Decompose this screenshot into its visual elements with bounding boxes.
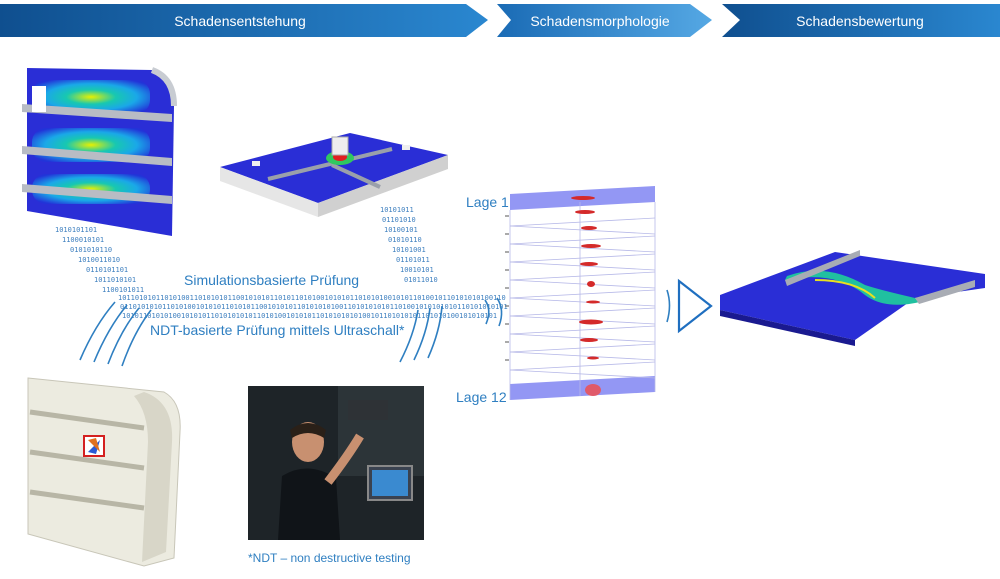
step-label-2: Schadensmorphologie xyxy=(530,13,670,29)
chevron-step-1 xyxy=(0,4,488,37)
fem-plate-image xyxy=(220,133,448,217)
fem-lshape-image xyxy=(720,250,985,346)
svg-text:10100101: 10100101 xyxy=(384,226,418,234)
svg-text:1010101101: 1010101101 xyxy=(55,226,97,234)
layer-stack-image xyxy=(505,186,656,400)
component-ndt-image xyxy=(27,377,181,567)
svg-text:01011010: 01011010 xyxy=(404,276,438,284)
layer-bottom-label: Lage 12 xyxy=(456,389,507,405)
triangle-arrow-icon xyxy=(677,278,713,334)
svg-text:101101010110101001101010101100: 1011010101101010011010101011001010101101… xyxy=(118,294,506,302)
svg-text:01101011: 01101011 xyxy=(396,256,430,264)
step-label-1: Schadensentstehung xyxy=(174,13,306,29)
chevron-step-3 xyxy=(722,4,1000,37)
layer-top-label: Lage 1 xyxy=(466,194,509,210)
svg-text:1100101011: 1100101011 xyxy=(102,286,144,294)
ndt-footnote: *NDT – non destructive testing xyxy=(248,551,411,565)
svg-text:10101011: 10101011 xyxy=(380,206,414,214)
step-label-3: Schadensbewertung xyxy=(796,13,924,29)
svg-text:10101001: 10101001 xyxy=(392,246,426,254)
svg-text:01010110: 01010110 xyxy=(388,236,422,244)
svg-text:011010101011010100101010110101: 0110101010110101001010101101010110010101… xyxy=(120,303,508,311)
fem-panel-image xyxy=(22,67,177,236)
svg-text:01101010: 01101010 xyxy=(382,216,416,224)
svg-text:0101010110: 0101010110 xyxy=(70,246,112,254)
svg-text:1100010101: 1100010101 xyxy=(62,236,104,244)
simulation-label: Simulationsbasierte Prüfung xyxy=(184,272,360,288)
technician-photo-image xyxy=(248,386,424,540)
ndt-label: NDT-basierte Prüfung mittels Ultraschall… xyxy=(150,322,405,338)
svg-text:10010101: 10010101 xyxy=(400,266,434,274)
svg-text:101011010101001010101101010101: 1010110101010010101011010101010110101001… xyxy=(122,312,497,320)
svg-text:1011010101: 1011010101 xyxy=(94,276,136,284)
chevron-step-2 xyxy=(497,4,712,37)
process-bar xyxy=(0,4,1000,37)
svg-text:1010011010: 1010011010 xyxy=(78,256,120,264)
svg-text:0110101101: 0110101101 xyxy=(86,266,128,274)
